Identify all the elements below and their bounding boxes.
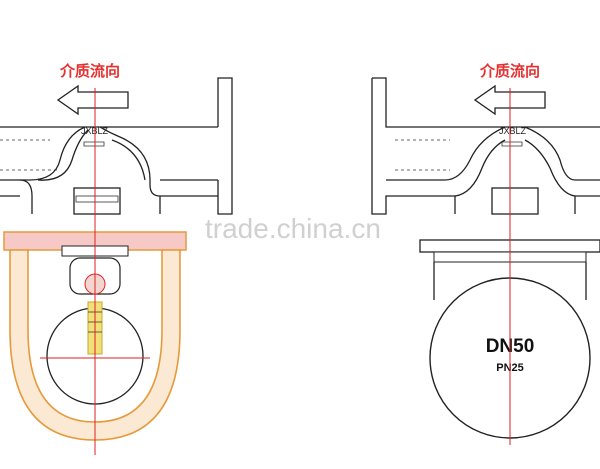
left-curve-inner: [37, 129, 89, 181]
watermark: trade.china.cn: [205, 213, 381, 244]
left-hidden-lines: [0, 139, 60, 171]
right-model-label: JXBLZ: [499, 126, 527, 136]
left-pipe-inner-curve: [20, 126, 151, 181]
left-view: 介质流向 JXBLZ: [0, 62, 233, 455]
left-flow-arrow-icon: [56, 84, 129, 116]
left-pipe-outline: [0, 77, 233, 215]
left-model-arrow-icon: [83, 141, 105, 147]
right-pipe-inner-curve: [444, 126, 576, 181]
right-body-sides: [433, 262, 587, 300]
left-housing: [9, 249, 181, 441]
left-neck: [73, 187, 121, 215]
left-flow-label: 介质流向: [59, 62, 120, 80]
right-flow-label: 介质流向: [479, 62, 540, 80]
right-curve-inner-right: [524, 139, 576, 197]
right-flow-arrow-icon: [473, 84, 546, 116]
right-curve-inner: [454, 139, 506, 197]
right-hidden-lines: [395, 139, 450, 171]
right-neck: [491, 187, 539, 215]
right-pipe-outline: [371, 77, 600, 215]
left-neck-ring: [75, 195, 119, 203]
left-curve-inner-right: [111, 139, 146, 181]
right-view: 介质流向 JXBLZ DN50 PN25: [371, 62, 600, 445]
right-model-arrow-icon: [501, 141, 523, 147]
